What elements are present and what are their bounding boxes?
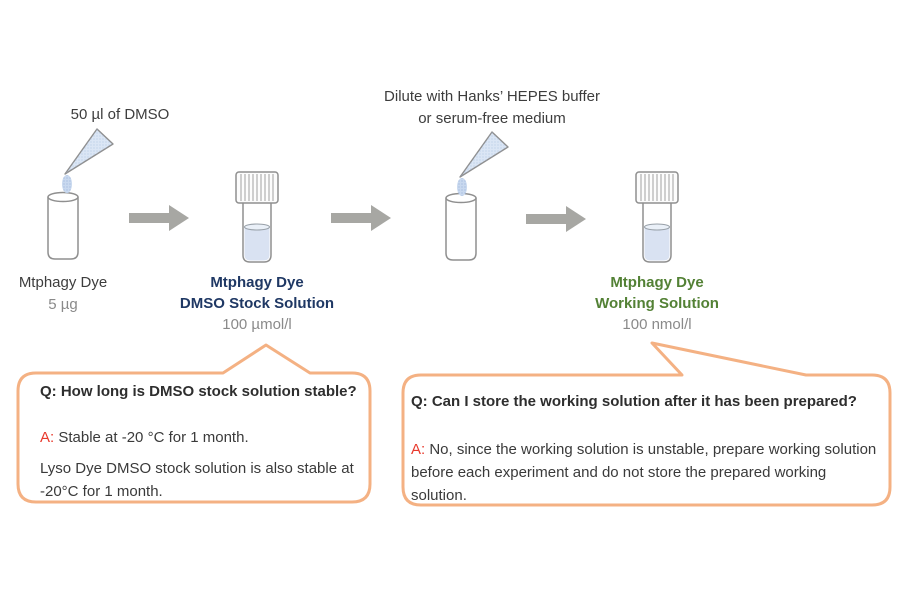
right-bubble-question: Q: Can I store the working solution afte… — [411, 393, 857, 410]
capped-vial-icon — [635, 171, 679, 263]
pipette-icon — [457, 131, 509, 196]
answer-prefix: A: — [40, 429, 59, 446]
right-arrow-icon — [526, 206, 586, 232]
answer-text: No, since the working solution is unstab… — [411, 441, 877, 504]
right-bubble-answer: A: No, since the working solution is uns… — [411, 438, 885, 507]
capped-vial-icon — [235, 171, 279, 263]
dye-amount: 5 µg — [48, 296, 78, 313]
answer-text: Stable at -20 °C for 1 month. — [58, 429, 249, 446]
dmso-volume-label: 50 µl of DMSO — [70, 106, 170, 123]
right-arrow-icon — [129, 205, 189, 231]
stock-solution-label: Mtphagy Dye DMSO Stock Solution 100 µmol… — [162, 272, 352, 335]
dye-label: Mtphagy Dye 5 µg — [0, 272, 126, 316]
pipette-icon — [62, 128, 114, 193]
left-callout-bubble — [16, 343, 372, 504]
dilute-instruction-line2: or serum-free medium — [418, 110, 566, 127]
open-vial-icon — [445, 192, 477, 261]
working-solution-label: Mtphagy Dye Working Solution 100 nmol/l — [562, 272, 752, 335]
working-name-line1: Mtphagy Dye — [610, 274, 704, 291]
working-name-line2: Working Solution — [595, 295, 719, 312]
stock-name-line1: Mtphagy Dye — [210, 274, 304, 291]
right-arrow-icon — [331, 205, 391, 231]
right-callout-bubble — [401, 341, 892, 507]
working-concentration: 100 nmol/l — [622, 316, 692, 333]
left-bubble-question: Q: How long is DMSO stock solution stabl… — [40, 383, 357, 400]
left-bubble-note: Lyso Dye DMSO stock solution is also sta… — [40, 460, 354, 500]
open-vial-icon — [47, 191, 79, 260]
dilute-instruction: Dilute with Hanks’ HEPES buffer or serum… — [362, 86, 622, 130]
dye-name: Mtphagy Dye — [18, 274, 108, 291]
stock-concentration: 100 µmol/l — [222, 316, 292, 333]
answer-prefix: A: — [411, 441, 430, 458]
dilute-instruction-line1: Dilute with Hanks’ HEPES buffer — [384, 88, 600, 105]
left-bubble-answer: A: Stable at -20 °C for 1 month. — [40, 429, 249, 446]
stock-name-line2: DMSO Stock Solution — [179, 295, 335, 312]
